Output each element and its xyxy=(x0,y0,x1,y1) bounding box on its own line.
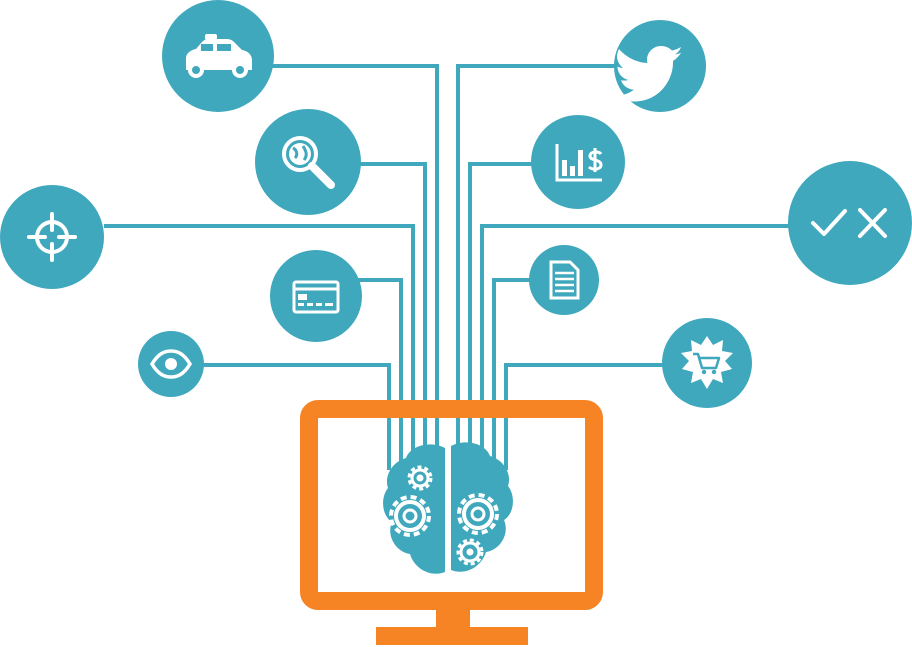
gear-icon xyxy=(457,493,499,535)
shopping-cart-badge-icon xyxy=(681,336,733,389)
brain-left-hemisphere xyxy=(383,444,445,574)
brain-icon xyxy=(383,442,513,574)
node-finance xyxy=(531,115,625,209)
node-eye xyxy=(138,331,204,397)
bar-chart-dollar-icon xyxy=(555,144,603,182)
wire-check-cross xyxy=(480,224,790,455)
check-cross-icon xyxy=(811,208,887,238)
node-globe-search xyxy=(255,109,361,215)
browser-window-icon xyxy=(292,280,340,314)
wire-twitter xyxy=(456,64,616,448)
globe-search-icon xyxy=(282,136,335,189)
connector-wires xyxy=(104,64,790,470)
node-document xyxy=(529,245,599,315)
document-icon xyxy=(549,260,580,300)
wire-eye xyxy=(202,363,391,470)
node-twitter xyxy=(613,20,706,112)
wire-cart xyxy=(504,363,664,470)
gear-icon xyxy=(407,465,433,491)
node-browser-window xyxy=(270,250,362,342)
crosshair-target-icon xyxy=(27,212,77,262)
monitor-icon xyxy=(300,400,603,645)
self-driving-car-icon xyxy=(186,34,252,78)
node-shopping-cart xyxy=(662,318,752,408)
wire-document xyxy=(492,278,531,462)
wire-target xyxy=(104,224,415,458)
node-check-cross xyxy=(788,161,912,285)
gear-icon xyxy=(456,538,484,566)
gear-icon xyxy=(389,495,431,537)
node-crosshair-target xyxy=(0,185,104,289)
twitter-bird-icon xyxy=(613,46,683,102)
wire-browser xyxy=(358,278,403,462)
wire-car xyxy=(270,64,439,448)
wire-globe-search xyxy=(358,162,427,455)
node-self-driving-car xyxy=(162,0,274,112)
wire-finance xyxy=(468,162,539,452)
eye-icon xyxy=(149,349,193,379)
